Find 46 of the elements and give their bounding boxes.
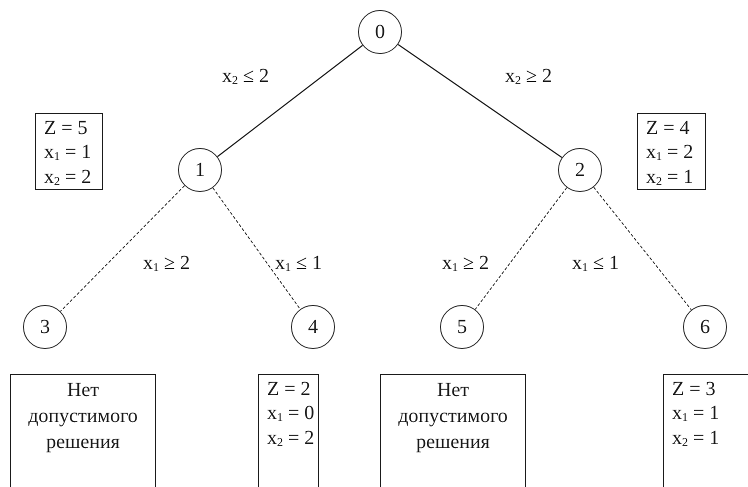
node-number: 1 (195, 158, 205, 183)
tree-branch (60, 185, 185, 312)
node-number: 4 (308, 315, 318, 340)
tree-branch (212, 187, 301, 310)
solution-box (258, 374, 319, 487)
solution-text: Z = 2 (267, 377, 310, 402)
node-number: 5 (457, 315, 467, 340)
solution-box (10, 374, 156, 487)
solution-text: x$_{2}$ = 2 (44, 164, 92, 190)
solution-text: Z = 3 (672, 377, 716, 402)
tree-node-circle (178, 148, 222, 192)
tree-branch (398, 44, 562, 158)
solution-text: Нет допустимого решения (27, 378, 139, 455)
solution-text: x$_{2}$ = 2 (267, 426, 314, 450)
node-number: 6 (700, 315, 710, 340)
solution-text: Нет допустимого решения (397, 378, 509, 455)
tree-node-circle (358, 10, 402, 54)
edge-label: x$_{2}$ ≤ 2 (222, 66, 269, 86)
tree-node-circle (558, 148, 602, 192)
tree-node-circle (440, 305, 484, 349)
edge-label: x$_{1}$ ≥ 2 (143, 253, 190, 273)
solution-text: Z = 5 (44, 116, 88, 140)
solution-box (35, 113, 103, 190)
tree-branch (593, 186, 692, 310)
solution-text: x$_{1}$ = 2 (646, 140, 694, 165)
edge-label: x$_{1}$ ≥ 2 (442, 253, 489, 273)
node-number: 0 (375, 20, 385, 45)
tree-branch (474, 187, 568, 310)
edge-label: x$_{1}$ ≤ 1 (275, 253, 322, 273)
tree-node-circle (683, 305, 727, 349)
edge-label: x$_{2}$ ≥ 2 (505, 66, 552, 86)
solution-text: Z = 4 (646, 116, 690, 140)
solution-text: x$_{1}$ = 1 (672, 401, 720, 426)
tree-branch (217, 44, 363, 158)
solution-text: x$_{1}$ = 0 (267, 401, 314, 426)
tree-node-circle (291, 305, 335, 349)
solution-box (380, 374, 526, 487)
tree-node-circle (23, 305, 67, 349)
node-number: 2 (575, 158, 585, 183)
solution-box (663, 374, 748, 487)
edge-label: x$_{1}$ ≤ 1 (572, 253, 619, 273)
solution-box (637, 113, 706, 190)
node-number: 3 (40, 315, 50, 340)
solution-text: x$_{2}$ = 1 (672, 426, 720, 450)
solution-text: x$_{2}$ = 1 (646, 164, 694, 190)
solution-text: x$_{1}$ = 1 (44, 140, 92, 165)
